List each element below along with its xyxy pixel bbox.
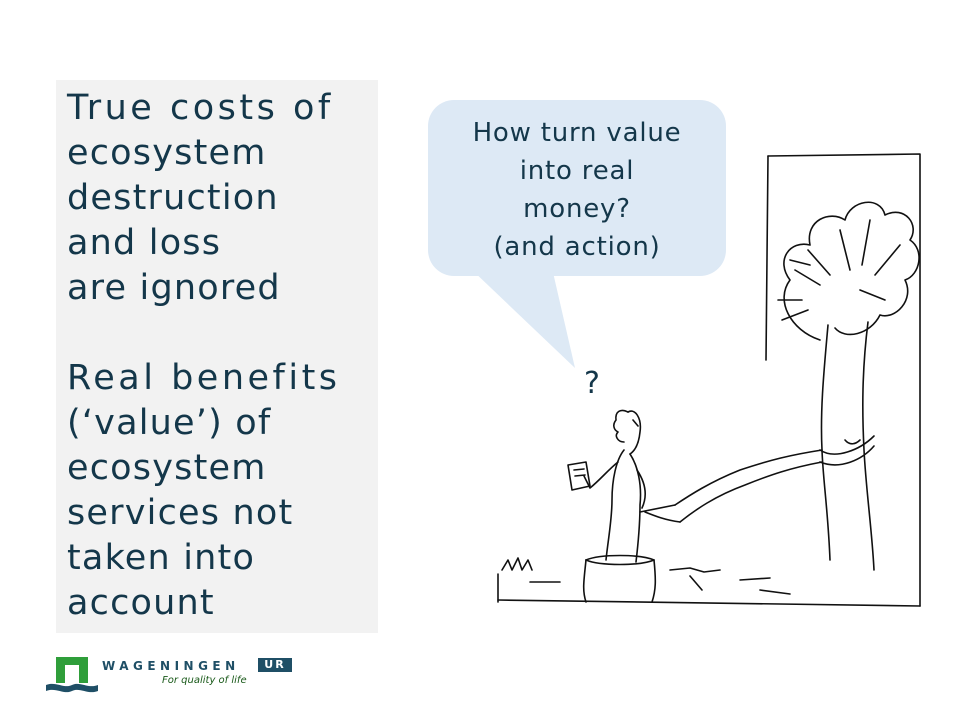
wageningen-logo: WAGENINGEN UR For quality of life (42, 655, 302, 700)
text-line: destruction (67, 178, 279, 218)
text-panel: True costs of ecosystem destruction and … (56, 80, 378, 633)
bubble-line: into real (519, 156, 635, 186)
bubble-line: How turn value (472, 118, 682, 148)
text-line: account (67, 583, 215, 623)
text-line: ecosystem (67, 448, 267, 488)
text-line: (‘value’) of (67, 403, 272, 443)
costs-statement: True costs of ecosystem destruction and … (67, 86, 334, 311)
bubble-line: money? (523, 194, 631, 224)
text-line: services not (67, 493, 294, 533)
text-line: and loss (67, 223, 222, 263)
speech-bubble: How turn value into real money? (and act… (428, 100, 726, 276)
logo-tagline: For quality of life (162, 675, 247, 686)
bubble-line: (and action) (493, 232, 661, 262)
cartoon-illustration (497, 153, 921, 607)
benefits-statement: Real benefits (‘value’) of ecosystem ser… (67, 356, 341, 626)
logo-badge: UR (258, 658, 292, 672)
logo-mark-icon (46, 657, 98, 693)
text-line: True costs of (67, 88, 334, 128)
text-line: Real benefits (67, 358, 341, 398)
question-mark: ? (584, 366, 600, 401)
text-line: are ignored (67, 268, 281, 308)
text-line: ecosystem (67, 133, 267, 173)
logo-wordmark: WAGENINGEN (102, 659, 240, 673)
text-line: taken into (67, 538, 256, 578)
